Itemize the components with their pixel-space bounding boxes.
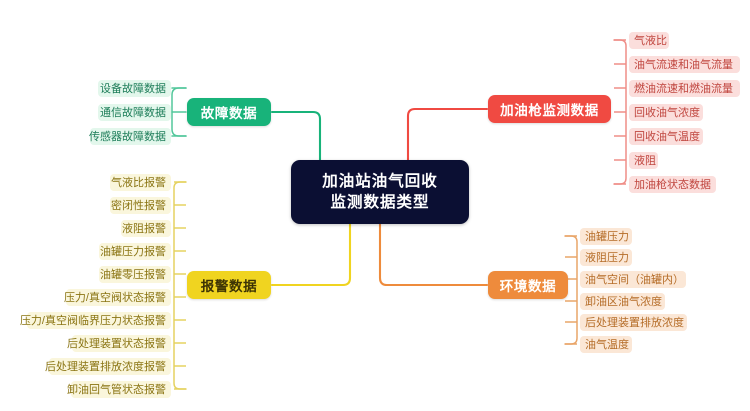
leaf-fault-1[interactable]: 通信故障数据 [98, 104, 171, 121]
leaf-label: 回收油气浓度 [634, 106, 700, 119]
branch-node-nozzle[interactable]: 加油枪监测数据 [488, 95, 611, 123]
leaf-label: 液阻 [634, 154, 656, 167]
leaf-environment-2[interactable]: 油气空间（油罐内） [580, 271, 686, 288]
branch-label-alarm: 报警数据 [200, 279, 258, 294]
connector-root-alarm [270, 222, 352, 287]
leaf-environment-5[interactable]: 油气温度 [580, 336, 632, 353]
leaf-alarm-0[interactable]: 气液比报警 [110, 174, 171, 191]
leaf-nozzle-4[interactable]: 回收油气温度 [629, 128, 703, 145]
leaf-label: 后处理装置排放浓度报警 [45, 360, 166, 373]
leaf-label: 卸油回气管状态报警 [67, 383, 166, 396]
leaf-alarm-4[interactable]: 油罐零压报警 [99, 266, 171, 283]
leaf-label: 油气空间（油罐内） [585, 273, 684, 286]
connector-root-nozzle [406, 107, 489, 162]
leaf-alarm-8[interactable]: 后处理装置排放浓度报警 [45, 358, 171, 375]
leaf-label: 加油枪状态数据 [634, 178, 711, 191]
leaf-label: 后处理装置状态报警 [67, 337, 166, 350]
leaf-label: 密闭性报警 [111, 199, 166, 212]
leaf-label: 油气流速和油气流量 [634, 58, 733, 71]
leaf-label: 燃油流速和燃油流量 [634, 82, 733, 95]
leaf-label: 压力/真空阀临界压力状态报警 [19, 314, 166, 327]
connector-root-fault [270, 110, 322, 162]
leaf-label: 气液比 [634, 34, 667, 47]
leaf-label: 气液比报警 [111, 176, 166, 189]
leaf-nozzle-2[interactable]: 燃油流速和燃油流量 [629, 80, 740, 97]
root-title-line-1: 加油站油气回收 [322, 173, 438, 190]
leaf-environment-1[interactable]: 液阻压力 [580, 249, 632, 266]
leaf-label: 液阻报警 [122, 222, 166, 235]
branch-node-environment[interactable]: 环境数据 [488, 271, 568, 299]
leaf-label: 油罐压力 [585, 230, 629, 243]
leaf-nozzle-0[interactable]: 气液比 [629, 32, 669, 49]
leaf-label: 油气温度 [585, 338, 629, 351]
leaf-alarm-9[interactable]: 卸油回气管状态报警 [67, 381, 171, 398]
branch-node-fault[interactable]: 故障数据 [187, 98, 271, 126]
leaf-nozzle-6[interactable]: 加油枪状态数据 [629, 176, 716, 193]
connector-root-environment [378, 222, 489, 287]
leaf-label: 通信故障数据 [100, 106, 166, 119]
leaf-label: 油罐零压报警 [100, 268, 166, 281]
branch-label-nozzle: 加油枪监测数据 [500, 103, 599, 118]
root-title-line-2: 监测数据类型 [330, 194, 430, 211]
leaf-alarm-2[interactable]: 液阻报警 [121, 220, 171, 237]
branch-node-alarm[interactable]: 报警数据 [187, 271, 271, 299]
leaf-nozzle-1[interactable]: 油气流速和油气流量 [629, 56, 740, 73]
leaf-label: 卸油区油气浓度 [585, 295, 662, 308]
leaf-environment-4[interactable]: 后处理装置排放浓度 [580, 314, 687, 331]
leaf-alarm-3[interactable]: 油罐压力报警 [99, 243, 171, 260]
leaf-label: 后处理装置排放浓度 [585, 316, 684, 329]
root-node[interactable]: 加油站油气回收 监测数据类型 [291, 160, 469, 224]
branch-label-environment: 环境数据 [499, 279, 557, 294]
leaf-nozzle-3[interactable]: 回收油气浓度 [629, 104, 703, 121]
leaf-environment-0[interactable]: 油罐压力 [580, 228, 632, 245]
leaf-label: 压力/真空阀状态报警 [63, 291, 166, 304]
leaf-alarm-7[interactable]: 后处理装置状态报警 [67, 335, 171, 352]
leaf-label: 设备故障数据 [100, 82, 166, 95]
leaf-fault-2[interactable]: 传感器故障数据 [89, 128, 171, 145]
leaf-alarm-5[interactable]: 压力/真空阀状态报警 [63, 289, 171, 306]
leaf-environment-3[interactable]: 卸油区油气浓度 [580, 293, 665, 310]
leaf-label: 回收油气温度 [634, 130, 700, 143]
leaf-alarm-6[interactable]: 压力/真空阀临界压力状态报警 [20, 312, 171, 329]
leaf-nozzle-5[interactable]: 液阻 [629, 152, 658, 169]
leaf-label: 液阻压力 [585, 251, 629, 264]
leaf-label: 传感器故障数据 [89, 130, 166, 143]
leaf-alarm-1[interactable]: 密闭性报警 [110, 197, 171, 214]
leaf-fault-0[interactable]: 设备故障数据 [98, 80, 171, 97]
branch-label-fault: 故障数据 [200, 106, 258, 121]
leaf-label: 油罐压力报警 [100, 245, 166, 258]
connector-alarm-spine [173, 181, 187, 390]
